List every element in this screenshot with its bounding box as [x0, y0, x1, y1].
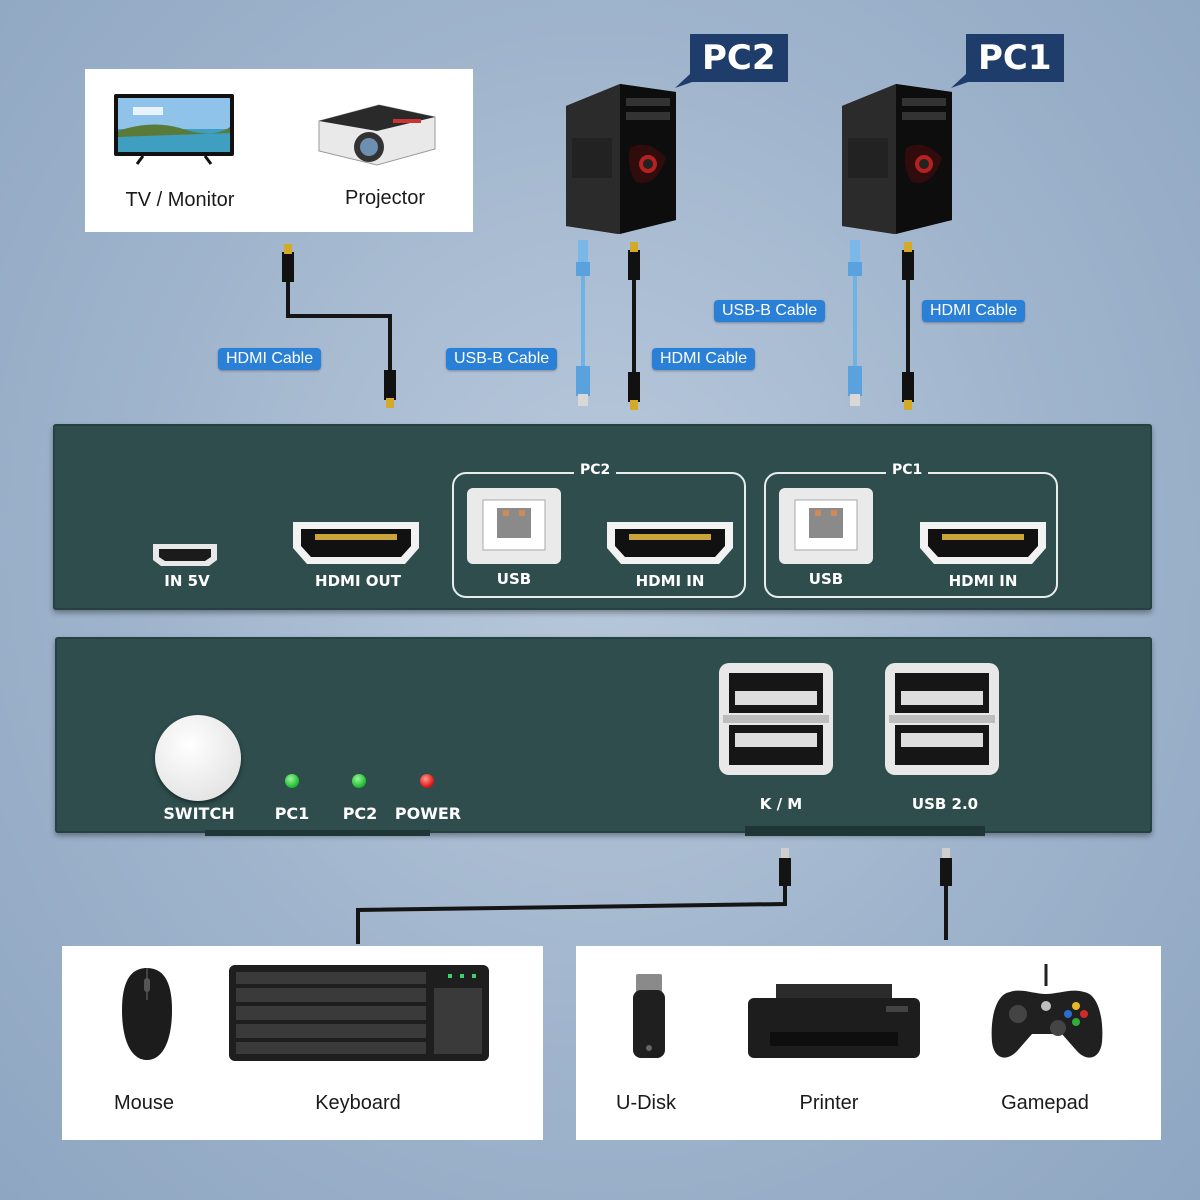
hdmi-in-pc2-port-icon	[607, 522, 733, 564]
usb-pc2-label: USB	[496, 570, 532, 588]
gamepad-icon	[991, 964, 1103, 1058]
pc2-led-label: PC2	[342, 804, 378, 823]
hdmi-cable-pc1	[902, 242, 914, 410]
usb20-label: USB 2.0	[911, 795, 979, 813]
usbb-cable-pc1-tag: USB-B Cable	[714, 300, 826, 322]
tv-monitor-icon	[114, 94, 234, 165]
pc1-led-label: PC1	[274, 804, 310, 823]
pc1-callout-pointer	[951, 74, 991, 88]
back-panel: IN 5V HDMI OUT PC2 USB HDMI IN PC1 USB H…	[53, 424, 1152, 610]
usb-b-port-pc1-icon	[779, 488, 873, 564]
usb20-ports-icon	[885, 663, 999, 775]
keyboard-icon	[229, 965, 489, 1061]
keyboard-mouse-card: Mouse Keyboard	[62, 946, 543, 1140]
front-panel-foot-left	[205, 830, 430, 836]
hdmi-cable-pc2-tag: HDMI Cable	[652, 348, 756, 370]
switch-button[interactable]	[155, 715, 241, 801]
pc2-group-label: PC2	[574, 462, 617, 478]
in-5v-label: IN 5V	[164, 572, 210, 590]
pc2-tower-icon	[566, 84, 676, 234]
km-label: K / M	[759, 795, 803, 813]
display-devices-card: TV / Monitor Projector	[85, 69, 473, 232]
usbb-cable-pc1	[848, 240, 862, 406]
projector-label: Projector	[344, 187, 426, 209]
pc1-group-label: PC1	[886, 462, 929, 478]
micro-usb-port-icon	[153, 544, 217, 566]
front-panel-foot-right	[745, 826, 985, 836]
usbb-cable-pc2	[576, 240, 590, 406]
hdmi-cable-display	[282, 244, 396, 408]
mouse-label: Mouse	[113, 1092, 175, 1114]
hdmi-cable-pc1-tag: HDMI Cable	[922, 300, 1026, 322]
hdmi-in-pc1-label: HDMI IN	[948, 572, 1018, 590]
pc2-callout-pointer	[675, 74, 715, 88]
pc1-led	[285, 774, 299, 788]
hdmi-out-port-icon	[293, 522, 419, 564]
usb-a-cable-km	[356, 848, 791, 944]
front-panel: SWITCH PC1 PC2 POWER K / M USB 2.0	[55, 637, 1152, 833]
hdmi-cable-pc2	[628, 242, 640, 410]
upper-cables	[282, 240, 914, 410]
gamepad-label: Gamepad	[1001, 1092, 1089, 1114]
mouse-icon	[122, 968, 172, 1060]
pc2-led	[352, 774, 366, 788]
hdmi-in-pc1-port-icon	[920, 522, 1046, 564]
usb-devices-card: U-Disk Printer Gamepad	[576, 946, 1161, 1140]
usb-a-cable-usb20	[940, 848, 952, 940]
lower-cables	[356, 848, 952, 944]
km-usb-ports-icon	[719, 663, 833, 775]
power-led	[420, 774, 434, 788]
hdmi-cable-display-tag: HDMI Cable	[218, 348, 322, 370]
printer-icon	[748, 984, 920, 1058]
u-disk-label: U-Disk	[616, 1092, 676, 1114]
usb-pc1-label: USB	[808, 570, 844, 588]
power-led-label: POWER	[394, 804, 462, 823]
switch-label: SWITCH	[163, 804, 235, 823]
projector-icon	[318, 104, 436, 166]
u-disk-icon	[633, 974, 665, 1058]
hdmi-in-pc2-label: HDMI IN	[635, 572, 705, 590]
usbb-cable-pc2-tag: USB-B Cable	[446, 348, 558, 370]
printer-label: Printer	[799, 1092, 859, 1114]
pc1-tower-icon	[842, 84, 952, 234]
keyboard-label: Keyboard	[315, 1092, 401, 1114]
tv-monitor-label: TV / Monitor	[125, 189, 235, 211]
hdmi-out-label: HDMI OUT	[315, 572, 401, 590]
usb-b-port-pc2-icon	[467, 488, 561, 564]
